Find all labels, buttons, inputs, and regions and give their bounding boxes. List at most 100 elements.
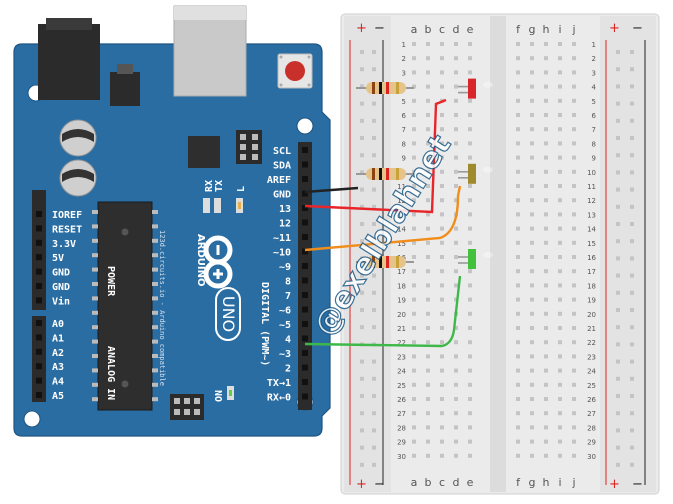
analog-pin-label: A3 (52, 362, 64, 373)
analog-header (32, 316, 46, 402)
column-letter-i: i (558, 23, 561, 36)
uno-badge: UNO (215, 287, 241, 341)
column-letter-c: c (439, 23, 445, 36)
column-letter-b: b (425, 23, 432, 36)
led-red (458, 78, 493, 99)
row-number-right: 17 (587, 268, 596, 276)
analog-pin-label: A0 (52, 319, 64, 330)
power-pin-label: RESET (52, 224, 82, 235)
row-number-right: 30 (587, 453, 596, 461)
led-l-label: L (236, 186, 247, 192)
rail-plus-bottom-left: + (356, 477, 367, 492)
row-number-left: 29 (397, 439, 406, 447)
row-number-right: 4 (592, 84, 597, 92)
rail-minus-bottom-left: − (374, 477, 385, 492)
analog-pin-label: A4 (52, 377, 64, 388)
rx-label: RX (204, 180, 215, 192)
mounting-hole-bottom-left (23, 410, 41, 428)
row-number-right: 20 (587, 311, 596, 319)
row-number-left: 3 (402, 69, 406, 77)
column-letter-b: b (425, 476, 432, 489)
reset-button[interactable] (277, 53, 313, 89)
wire-gnd (304, 186, 359, 194)
digital-pin-label: ~9 (279, 262, 291, 273)
rail-plus-top-right: + (609, 21, 620, 36)
row-number-right: 25 (587, 382, 596, 390)
row-number-left: 20 (397, 311, 406, 319)
power-pin-label: 3.3V (52, 239, 76, 250)
row-number-right: 16 (587, 254, 596, 262)
row-number-right: 6 (592, 112, 597, 120)
column-letter-a: a (411, 476, 418, 489)
column-letter-f: f (516, 476, 521, 489)
row-number-right: 26 (587, 396, 596, 404)
rx-led (203, 198, 210, 213)
row-number-left: 17 (397, 268, 406, 276)
digital-pin-label: TX→1 (267, 378, 291, 389)
usb-chip (188, 136, 220, 168)
row-number-left: 27 (397, 410, 406, 418)
digital-pin-label: ~11 (273, 233, 291, 244)
digital-pin-label: 4 (285, 335, 291, 346)
resistors (356, 82, 414, 268)
row-number-right: 28 (587, 424, 596, 432)
tx-label: TX (214, 180, 225, 192)
row-number-left: 28 (397, 424, 406, 432)
wire-13 (304, 98, 447, 214)
capacitors (59, 119, 97, 197)
column-letter-j: j (571, 23, 575, 36)
microcontroller-chip (92, 201, 158, 411)
power-pin-label: IOREF (52, 210, 82, 221)
rail-plus-top-left: + (356, 21, 367, 36)
row-number-left: 25 (397, 382, 406, 390)
column-letter-g: g (529, 476, 536, 489)
on-label: ON (214, 390, 225, 402)
row-number-right: 14 (587, 226, 596, 234)
wire-4 (304, 275, 462, 348)
column-letter-j: j (571, 476, 575, 489)
icsp-header-top (236, 130, 262, 164)
row-number-right: 21 (587, 325, 596, 333)
row-number-right: 1 (592, 41, 596, 49)
row-number-left: 26 (397, 396, 406, 404)
row-number-right: 22 (587, 339, 596, 347)
column-letter-a: a (411, 23, 418, 36)
row-number-right: 3 (592, 69, 596, 77)
column-letter-f: f (516, 23, 521, 36)
row-number-left: 6 (402, 112, 407, 120)
arduino-board: RX TX L 123d.circuits.io - Arduino compa… (13, 5, 331, 437)
vendor-site-label: 123d.circuits.io - Arduino compatible (158, 230, 166, 386)
digital-pin-label: GND (273, 190, 291, 201)
row-number-right: 5 (592, 98, 596, 106)
column-letter-e: e (467, 23, 474, 36)
column-letter-h: h (543, 23, 550, 36)
row-number-right: 11 (587, 183, 596, 191)
power-pin-label: 5V (52, 253, 64, 264)
usb-port (173, 5, 247, 97)
analog-pin-label: A5 (52, 391, 64, 402)
row-number-left: 24 (397, 368, 406, 376)
analog-pin-label: A1 (52, 333, 64, 344)
digital-pin-label: ~10 (273, 248, 291, 259)
resistor-1 (356, 82, 414, 94)
row-number-right: 10 (587, 169, 596, 177)
column-letter-g: g (529, 23, 536, 36)
row-number-right: 12 (587, 197, 596, 205)
digital-pin-label: SCL (273, 146, 291, 157)
power-header-label: POWER (105, 266, 116, 297)
row-number-left: 13 (397, 211, 406, 219)
column-letter-c: c (439, 476, 445, 489)
row-number-left: 11 (397, 183, 406, 191)
digital-header (298, 142, 312, 410)
row-number-left: 9 (402, 155, 406, 163)
row-number-left: 19 (397, 297, 406, 305)
row-number-left: 7 (402, 126, 406, 134)
analog-pin-label: A2 (52, 348, 64, 359)
digital-pin-label: 8 (285, 277, 291, 288)
digital-pin-label: 12 (279, 219, 291, 230)
resistor-3 (356, 256, 414, 268)
